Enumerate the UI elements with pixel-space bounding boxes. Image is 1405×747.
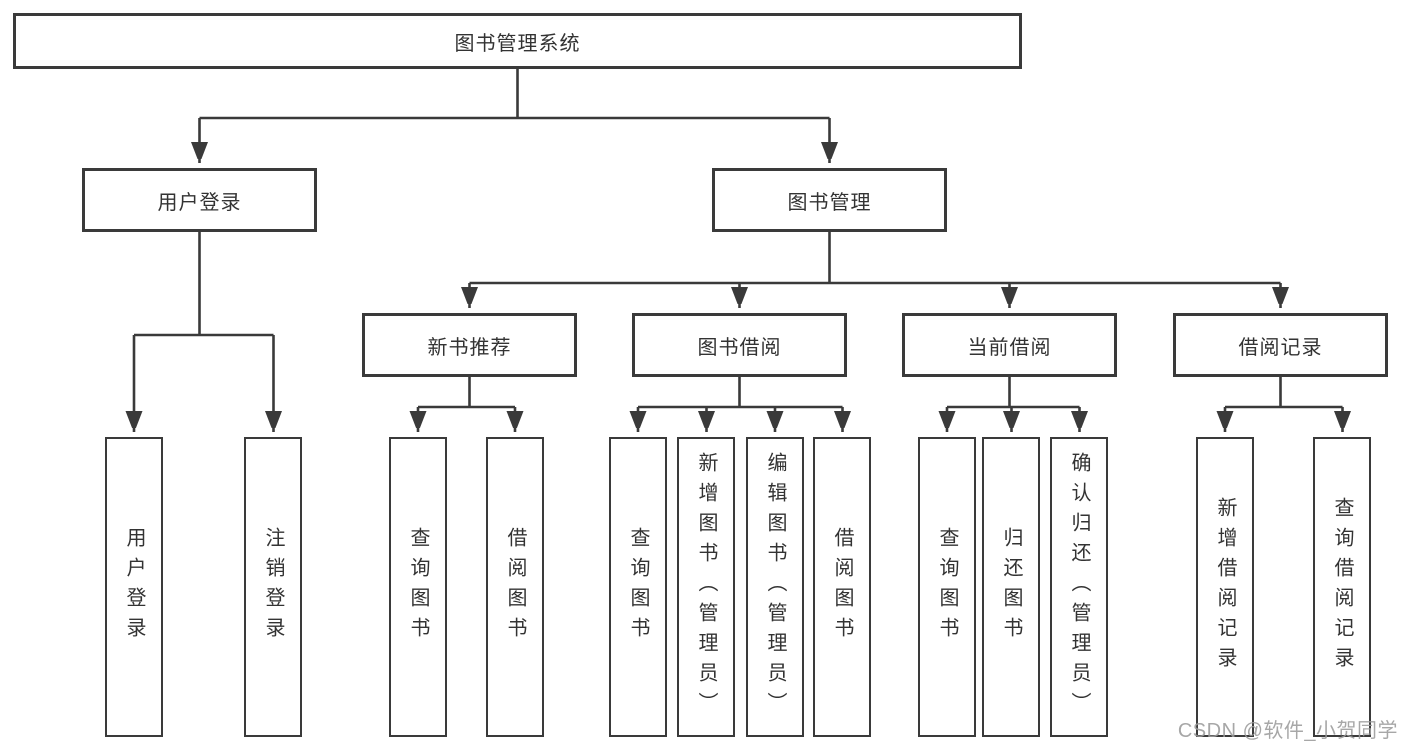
node-label: 注销登录: [262, 527, 284, 647]
node-label: 查询图书: [627, 527, 649, 647]
leaf-confirm-return-admin: 确认归还（管理员）: [1050, 437, 1108, 737]
leaf-return-books: 归还图书: [982, 437, 1040, 737]
node-label: 借阅图书: [504, 527, 526, 647]
leaf-borrow-books-recommend: 借阅图书: [486, 437, 544, 737]
node-label: 新增图书（管理员）: [695, 452, 717, 722]
node-new-book-recommendation: 新书推荐: [362, 313, 577, 377]
node-book-management: 图书管理: [712, 168, 947, 232]
node-label: 确认归还（管理员）: [1068, 452, 1090, 722]
node-label: 图书管理系统: [454, 32, 581, 55]
node-label: 归还图书: [1000, 527, 1022, 647]
node-label: 借阅图书: [831, 527, 853, 647]
node-label: 新书推荐: [427, 336, 512, 359]
node-borrowing-records: 借阅记录: [1173, 313, 1388, 377]
leaf-query-books-borrowing: 查询图书: [609, 437, 667, 737]
node-label: 查询借阅记录: [1331, 497, 1353, 677]
leaf-borrow-books: 借阅图书: [813, 437, 871, 737]
leaf-user-login: 用户登录: [105, 437, 163, 737]
node-label: 借阅记录: [1238, 336, 1323, 359]
node-book-borrowing: 图书借阅: [632, 313, 847, 377]
node-library-management-system: 图书管理系统: [13, 13, 1022, 69]
leaf-logout: 注销登录: [244, 437, 302, 737]
node-label: 用户登录: [157, 191, 242, 214]
node-label: 当前借阅: [967, 336, 1052, 359]
node-label: 新增借阅记录: [1214, 497, 1236, 677]
leaf-query-books-current: 查询图书: [918, 437, 976, 737]
node-label: 图书管理: [787, 191, 872, 214]
leaf-query-books-recommend: 查询图书: [389, 437, 447, 737]
node-label: 查询图书: [407, 527, 429, 647]
node-current-borrowing: 当前借阅: [902, 313, 1117, 377]
node-user-login: 用户登录: [82, 168, 317, 232]
node-label: 图书借阅: [697, 336, 782, 359]
leaf-query-borrow-record: 查询借阅记录: [1313, 437, 1371, 737]
node-label: 用户登录: [123, 527, 145, 647]
leaf-edit-books-admin: 编辑图书（管理员）: [746, 437, 804, 737]
node-label: 查询图书: [936, 527, 958, 647]
leaf-add-books-admin: 新增图书（管理员）: [677, 437, 735, 737]
node-label: 编辑图书（管理员）: [764, 452, 786, 722]
leaf-add-borrow-record: 新增借阅记录: [1196, 437, 1254, 737]
